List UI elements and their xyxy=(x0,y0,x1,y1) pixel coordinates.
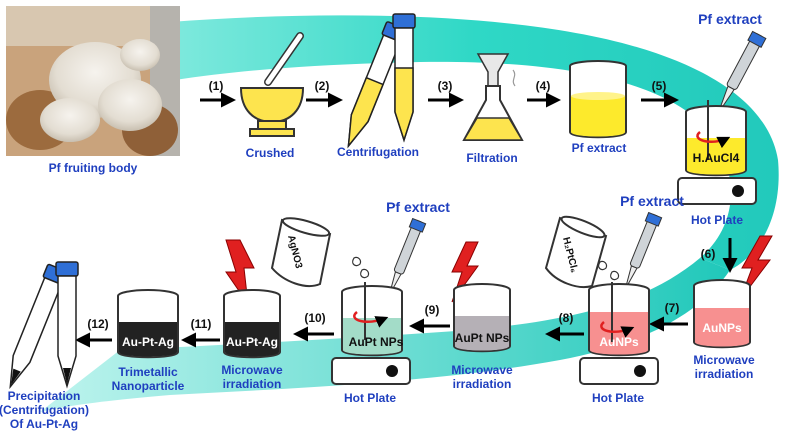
hot-plate-3-icon xyxy=(331,357,411,385)
pf-extract-top-label-2: Pf extract xyxy=(620,193,684,209)
step-6: (6) xyxy=(701,247,716,261)
crushed-label: Crushed xyxy=(246,146,295,160)
hot-plate-3-label: Hot Plate xyxy=(344,391,396,405)
drop-icon-1 xyxy=(598,260,608,271)
microwave-1-label: Microwave xyxy=(693,353,755,367)
hot-plate-1-icon xyxy=(677,177,757,205)
microwave-3-label-2: irradiation xyxy=(223,377,282,391)
auptag-beaker-1-icon xyxy=(117,289,179,359)
auptnps-label-2: AuPt NPs xyxy=(455,331,510,345)
pf-extract-beaker-icon xyxy=(569,60,627,139)
pf-extract-top-label-1: Pf extract xyxy=(698,11,762,27)
step-4: (4) xyxy=(536,79,551,93)
auptnps-beaker-teal-icon xyxy=(341,282,403,357)
auptag-label-1: Au-Pt-Ag xyxy=(122,335,174,349)
microwave-2-label-2: irradiation xyxy=(453,377,512,391)
final-centrifuge-tubes-icon xyxy=(9,261,79,390)
hot-plate-1-label: Hot Plate xyxy=(691,213,743,227)
step-8: (8) xyxy=(559,311,574,325)
step-10: (10) xyxy=(304,311,325,325)
drop-icon-2 xyxy=(610,270,620,281)
haucl4-label: H.AuCl4 xyxy=(693,151,740,165)
agno3-container-icon xyxy=(270,217,332,287)
flow-band-bottom xyxy=(40,258,730,412)
auptag-label-2: Au-Pt-Ag xyxy=(226,335,278,349)
auptnps-beaker-grey-icon xyxy=(453,283,511,353)
precipitation-label: Precipitation xyxy=(8,389,81,403)
aunps-beaker-2-icon xyxy=(588,282,650,357)
step-2: (2) xyxy=(315,79,330,93)
fruiting-body-label: Pf fruiting body xyxy=(49,161,138,175)
precipitation-label-3: Of Au-Pt-Ag xyxy=(10,417,78,431)
precipitation-label-2: (Centrifugation) xyxy=(0,403,89,417)
centrifuge-tubes-icon xyxy=(347,13,416,149)
hot-plate-2-label: Hot Plate xyxy=(592,391,644,405)
pf-extract-beaker-label: Pf extract xyxy=(572,141,627,155)
haucl4-beaker-icon xyxy=(685,100,747,177)
microwave-2-label: Microwave xyxy=(451,363,513,377)
step-9: (9) xyxy=(425,303,440,317)
lightning-bolt-icon-3 xyxy=(225,239,255,305)
auptag-beaker-2-icon xyxy=(223,289,281,359)
step-7: (7) xyxy=(665,301,680,315)
step-1: (1) xyxy=(209,79,224,93)
mushroom-photo xyxy=(6,6,180,156)
step-11: (11) xyxy=(191,317,212,331)
hot-plate-2-icon xyxy=(579,357,659,385)
drop-icon-3 xyxy=(352,256,362,267)
trimetallic-label: Trimetallic xyxy=(118,365,178,379)
step-5: (5) xyxy=(652,79,667,93)
aunps-label-1: AuNPs xyxy=(702,321,742,335)
microwave-3-label: Microwave xyxy=(221,363,283,377)
pipette-icon-2 xyxy=(624,211,663,290)
filtration-label: Filtration xyxy=(466,151,517,165)
pipette-icon-3 xyxy=(388,217,427,296)
pf-extract-top-label-3: Pf extract xyxy=(386,199,450,215)
filtration-flask-icon xyxy=(462,53,524,141)
aunps-label-2: AuNPs xyxy=(599,335,639,349)
drop-icon-4 xyxy=(360,268,370,279)
step-12: (12) xyxy=(87,317,108,331)
auptnps-label-1: AuPt NPs xyxy=(349,335,404,349)
mortar-pestle-icon xyxy=(239,32,305,137)
h2ptcl6-container-icon xyxy=(544,215,608,288)
trimetallic-label-2: Nanoparticle xyxy=(112,379,185,393)
microwave-1-label-2: irradiation xyxy=(695,367,754,381)
aunps-beaker-1-icon xyxy=(693,279,751,349)
step-3: (3) xyxy=(438,79,453,93)
centrifugation-label: Centrifugation xyxy=(337,145,419,159)
